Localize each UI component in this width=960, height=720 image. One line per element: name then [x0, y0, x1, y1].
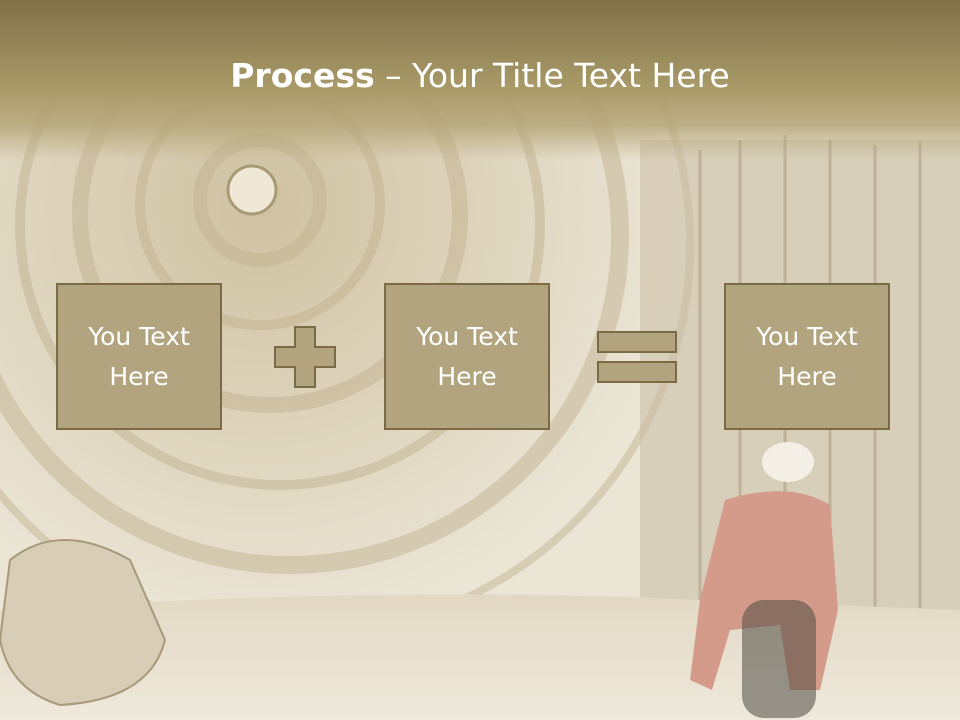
equals-icon — [597, 331, 677, 383]
process-box-3[interactable]: You Text Here — [724, 283, 890, 430]
process-box-2-label: You Text Here — [416, 321, 518, 391]
worker-figure — [690, 442, 838, 718]
process-box-3-label: You Text Here — [756, 321, 858, 391]
plus-icon — [274, 326, 336, 388]
process-box-2[interactable]: You Text Here — [384, 283, 550, 430]
slide-title: Process – Your Title Text Here — [0, 52, 960, 100]
title-rest: – Your Title Text Here — [374, 56, 730, 95]
process-box-1-label: You Text Here — [88, 321, 190, 391]
title-bold: Process — [230, 56, 375, 95]
process-box-1[interactable]: You Text Here — [56, 283, 222, 430]
title-band — [0, 0, 960, 160]
